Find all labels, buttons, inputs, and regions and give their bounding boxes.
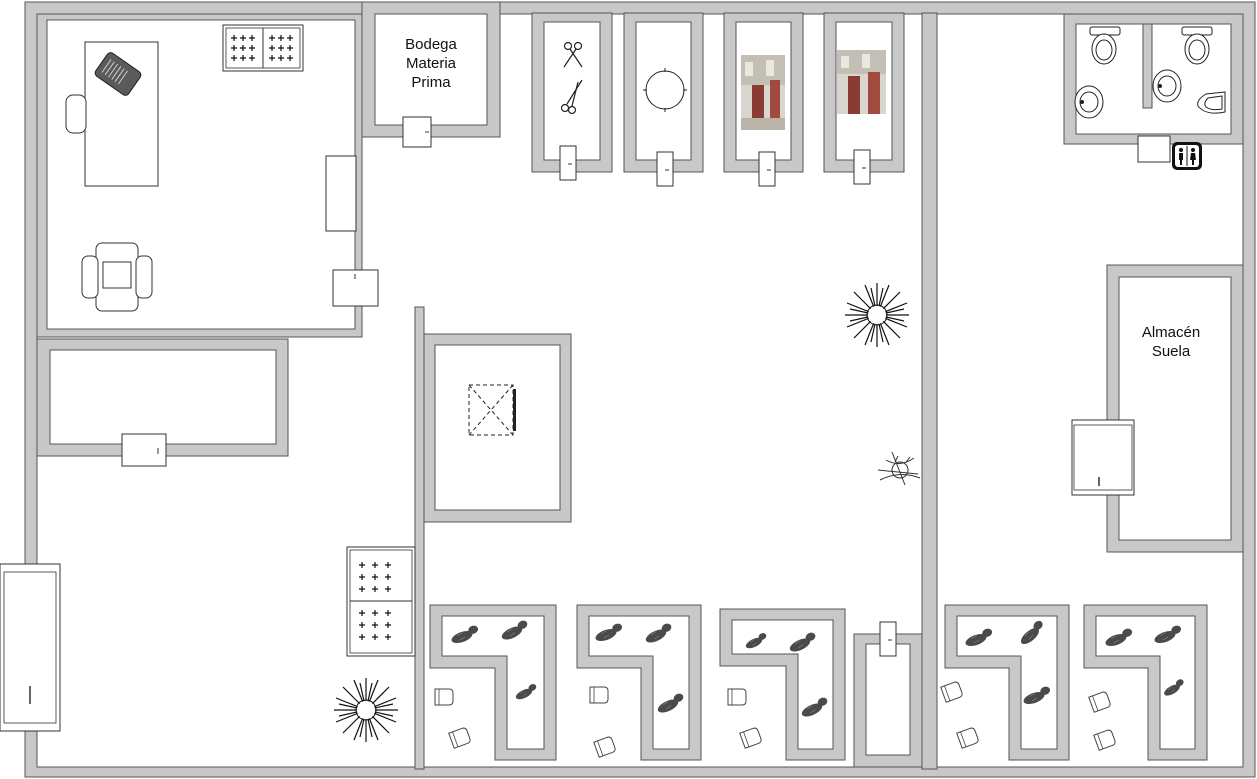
skylight-icon (468, 384, 514, 436)
round-table-icon (643, 68, 687, 112)
sink-icon (1074, 85, 1104, 119)
stool-icon (589, 686, 609, 704)
storage-room (36, 338, 289, 457)
skylight-frame (513, 389, 516, 431)
bookshelf-icon (346, 546, 416, 657)
office-room (36, 13, 363, 338)
printer-icon (94, 52, 142, 96)
plant-icon (877, 451, 921, 486)
door-icon[interactable] (1137, 135, 1171, 163)
photo-icon (837, 50, 886, 114)
photo-room-b (823, 12, 905, 173)
sink-icon (1152, 69, 1182, 103)
plant-icon (333, 677, 399, 743)
door-icon[interactable] (853, 149, 871, 185)
door-icon[interactable] (656, 151, 674, 187)
workstation-2 (576, 604, 702, 761)
bodega-room (361, 1, 501, 138)
outer-wall (24, 1, 1256, 778)
entrance-door[interactable] (0, 563, 61, 732)
armchair-icon (81, 242, 153, 312)
photo-room-a (723, 12, 804, 173)
door-icon[interactable] (332, 269, 379, 307)
bookshelf-icon (222, 24, 304, 72)
cutting-room (531, 12, 613, 173)
scissors-icon (560, 41, 583, 115)
toilet-icon (1089, 26, 1121, 65)
office-cabinet (325, 155, 357, 232)
central-room (423, 333, 572, 523)
central-partition-wall (414, 306, 425, 770)
door-icon[interactable] (559, 145, 577, 181)
bodega-label: Bodega Materia Prima (405, 36, 457, 91)
almacen-label: Almacén Suela (1141, 324, 1201, 360)
restroom-sign-icon (1172, 142, 1202, 170)
door-icon[interactable] (1071, 419, 1135, 496)
door-icon[interactable] (879, 621, 897, 657)
door-icon[interactable] (402, 116, 432, 148)
workstation-4 (940, 604, 1070, 761)
workstation-3 (719, 608, 846, 761)
door-icon[interactable] (121, 433, 167, 467)
east-partition-wall (921, 12, 938, 770)
toilet-icon (1181, 26, 1213, 65)
urinal-icon (1197, 91, 1226, 114)
stool-icon (434, 688, 454, 706)
workstation-5 (1083, 604, 1208, 761)
table-room (623, 12, 704, 173)
door-icon[interactable] (758, 151, 776, 187)
narrow-closet (853, 621, 923, 768)
photo-icon (741, 55, 785, 130)
stool-icon (727, 688, 747, 706)
plant-icon (844, 282, 910, 348)
workstation-1 (429, 604, 557, 761)
